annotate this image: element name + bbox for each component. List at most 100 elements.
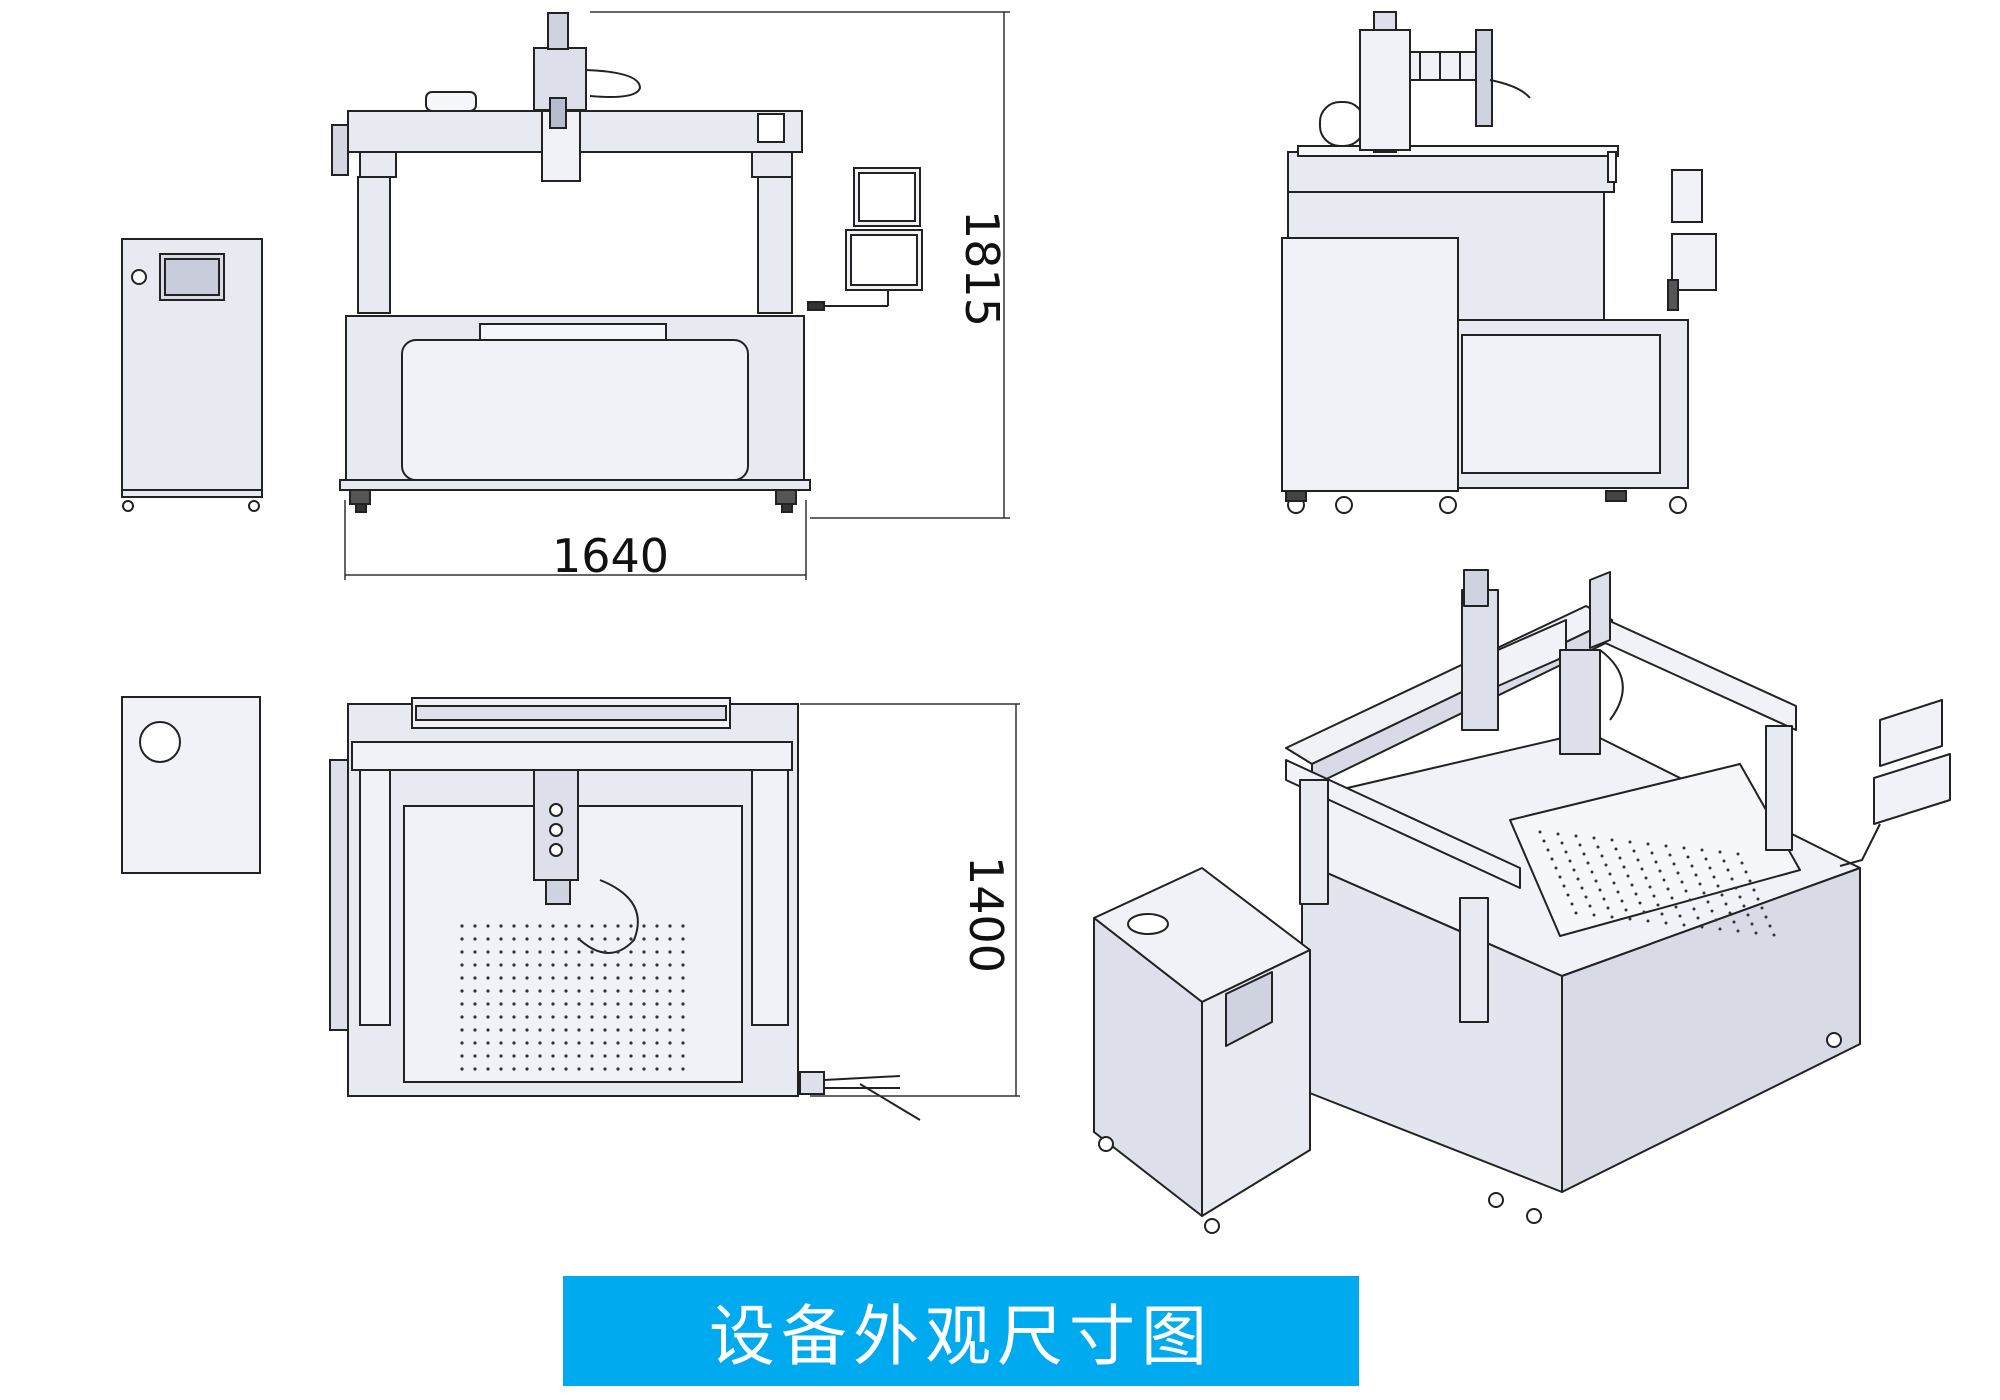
hole-dot [538,963,542,967]
hole-dot [577,1067,581,1071]
hole-dot [525,937,529,941]
hole-dot [642,1054,646,1058]
hole-dot [668,1002,672,1006]
iso-hole-dot [1612,881,1616,885]
hole-dot [577,924,581,928]
hole-dot [616,950,620,954]
hole-dot [460,976,464,980]
iso-hole-dot [1564,850,1568,854]
hole-dot [525,963,529,967]
hole-dot [473,963,477,967]
iso-hole-dot [1718,927,1722,931]
hole-dot [629,1041,633,1045]
hole-dot [486,989,490,993]
iso-hole-dot [1724,902,1728,906]
hole-dot [473,989,477,993]
iso-hole-dot [1748,879,1752,883]
iso-hole-dot [1714,918,1718,922]
iso-hole-dot [1730,877,1734,881]
iso-hole-dot [1694,873,1698,877]
hole-dot [486,1041,490,1045]
iso-hole-dot [1608,872,1612,876]
hole-dot [681,1054,685,1058]
hole-dot [616,1015,620,1019]
hole-dot [655,937,659,941]
hole-dot [551,976,555,980]
iso-hole-dot [1592,913,1596,917]
iso-hole-dot [1746,913,1750,917]
hole-dot [551,1015,555,1019]
hole-dot [681,937,685,941]
iso-hole-dot [1642,910,1646,914]
hole-dot [564,1002,568,1006]
hole-dot [590,989,594,993]
iso-hole-dot [1542,839,1546,843]
hole-dot [668,950,672,954]
iso-hole-dot [1646,919,1650,923]
hole-dot [460,1054,464,1058]
hole-dot [577,937,581,941]
hole-dot [551,1054,555,1058]
iso-hole-dot [1688,898,1692,902]
hole-dot [642,1067,646,1071]
hole-dot [512,976,516,980]
hole-dot [499,1002,503,1006]
iso-hole-dot [1682,923,1686,927]
hole-dot [642,989,646,993]
hole-dot [655,924,659,928]
iso-hole-dot [1684,889,1688,893]
hole-dot [603,1015,607,1019]
hole-dot [564,963,568,967]
hole-dot [590,1002,594,1006]
hole-dot [577,1041,581,1045]
hole-dot [603,963,607,967]
hole-dot [642,950,646,954]
hole-dot [616,976,620,980]
iso-hole-dot [1626,874,1630,878]
hole-dot [642,976,646,980]
iso-hole-dot [1674,905,1678,909]
side-view [1281,11,1717,514]
hole-dot [603,989,607,993]
hole-dot [629,989,633,993]
hole-dot [668,976,672,980]
hole-dot [564,976,568,980]
hole-dot [629,963,633,967]
hole-dot [512,1015,516,1019]
hole-dot [616,924,620,928]
hole-dot [538,1041,542,1045]
hole-dot [512,1028,516,1032]
iso-hole-dot [1696,916,1700,920]
hole-dot [577,950,581,954]
hole-dot [577,1015,581,1019]
iso-hole-dot [1650,851,1654,855]
hole-dot [551,1067,555,1071]
hole-dot [668,1067,672,1071]
iso-hole-dot [1750,922,1754,926]
hole-dot [551,950,555,954]
iso-hole-dot [1576,877,1580,881]
iso-hole-dot [1698,882,1702,886]
hole-dot [655,976,659,980]
hole-dot [512,1054,516,1058]
iso-hole-dot [1656,903,1660,907]
hole-dot [551,1041,555,1045]
hole-dot [564,1054,568,1058]
iso-hole-dot [1618,856,1622,860]
hole-dot [512,989,516,993]
iso-hole-dot [1584,895,1588,899]
iso-hole-dot [1572,868,1576,872]
hole-dot [616,1054,620,1058]
iso-hole-dot [1670,896,1674,900]
hole-dot [499,950,503,954]
hole-dot [629,1067,633,1071]
iso-hole-dot [1760,906,1764,910]
hole-dot [564,1067,568,1071]
hole-dot [460,950,464,954]
hole-dot [603,1002,607,1006]
iso-hole-dot [1604,863,1608,867]
iso-hole-dot [1566,893,1570,897]
iso-hole-dot [1764,915,1768,919]
iso-hole-dot [1726,868,1730,872]
